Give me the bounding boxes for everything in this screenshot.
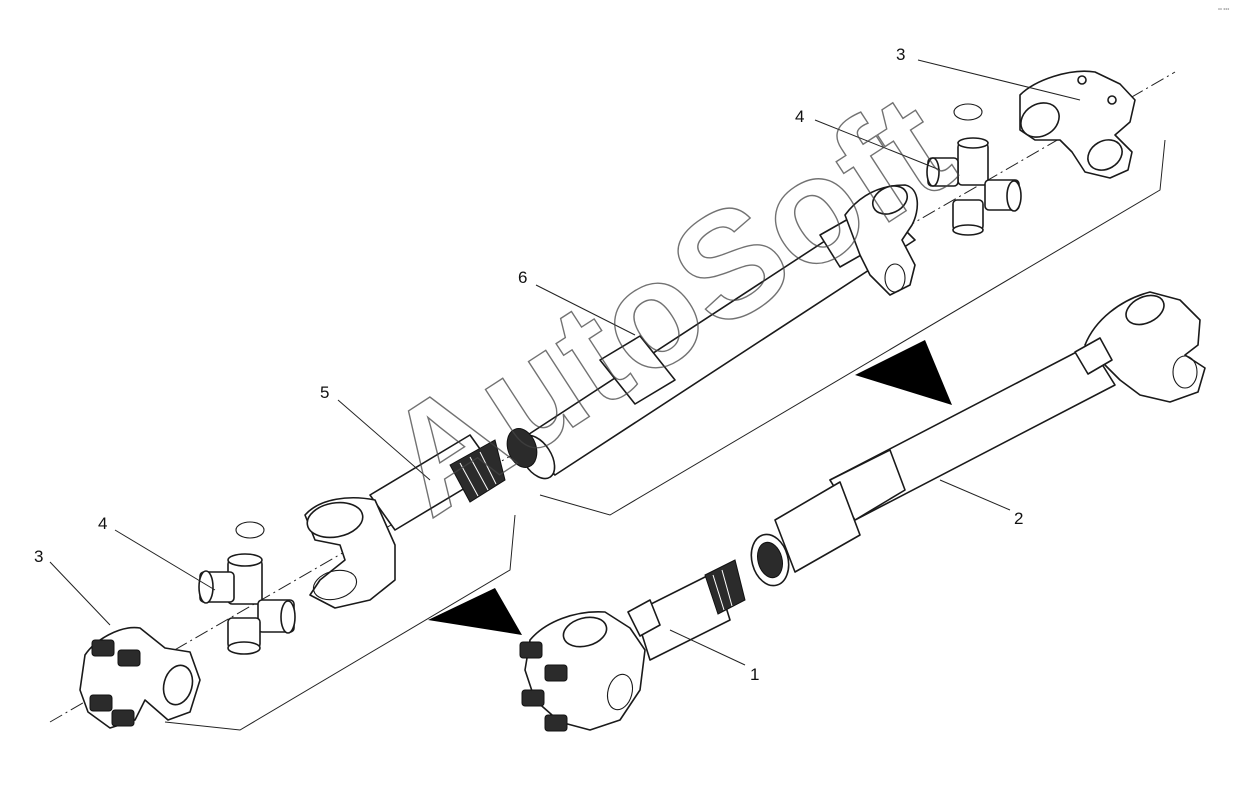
callout-labels: 3 4 6 5 4 3 2 1 <box>34 45 1023 684</box>
callout-5: 5 <box>320 383 329 402</box>
callout-4-lower: 4 <box>98 514 107 533</box>
callout-3-lower: 3 <box>34 547 43 566</box>
flange-yoke-upper <box>1019 70 1136 179</box>
callout-3-upper: 3 <box>896 45 905 64</box>
callout-6: 6 <box>518 268 527 287</box>
callout-2: 2 <box>1014 509 1023 528</box>
slip-yoke <box>304 428 538 609</box>
retaining-ring-upper <box>953 103 983 121</box>
retaining-ring-lower <box>235 521 265 539</box>
tube-yoke-upper <box>844 184 919 296</box>
assembly-brackets <box>164 139 1166 731</box>
cross-spider-upper <box>926 103 1022 236</box>
callout-leaders <box>49 59 1081 666</box>
cross-spider-lower <box>198 521 296 655</box>
flange-yoke-lower <box>79 626 201 729</box>
callout-4-upper: 4 <box>795 107 804 126</box>
outer-tube-assembly <box>750 291 1206 587</box>
callout-1: 1 <box>750 665 759 684</box>
corner-mark: °° °°° <box>1218 8 1229 14</box>
assembly-arrow-upper <box>855 340 952 405</box>
splined-shaft-assembly <box>519 559 746 732</box>
assembly-arrow-lower <box>428 588 522 635</box>
assembly-arrows <box>428 340 952 635</box>
